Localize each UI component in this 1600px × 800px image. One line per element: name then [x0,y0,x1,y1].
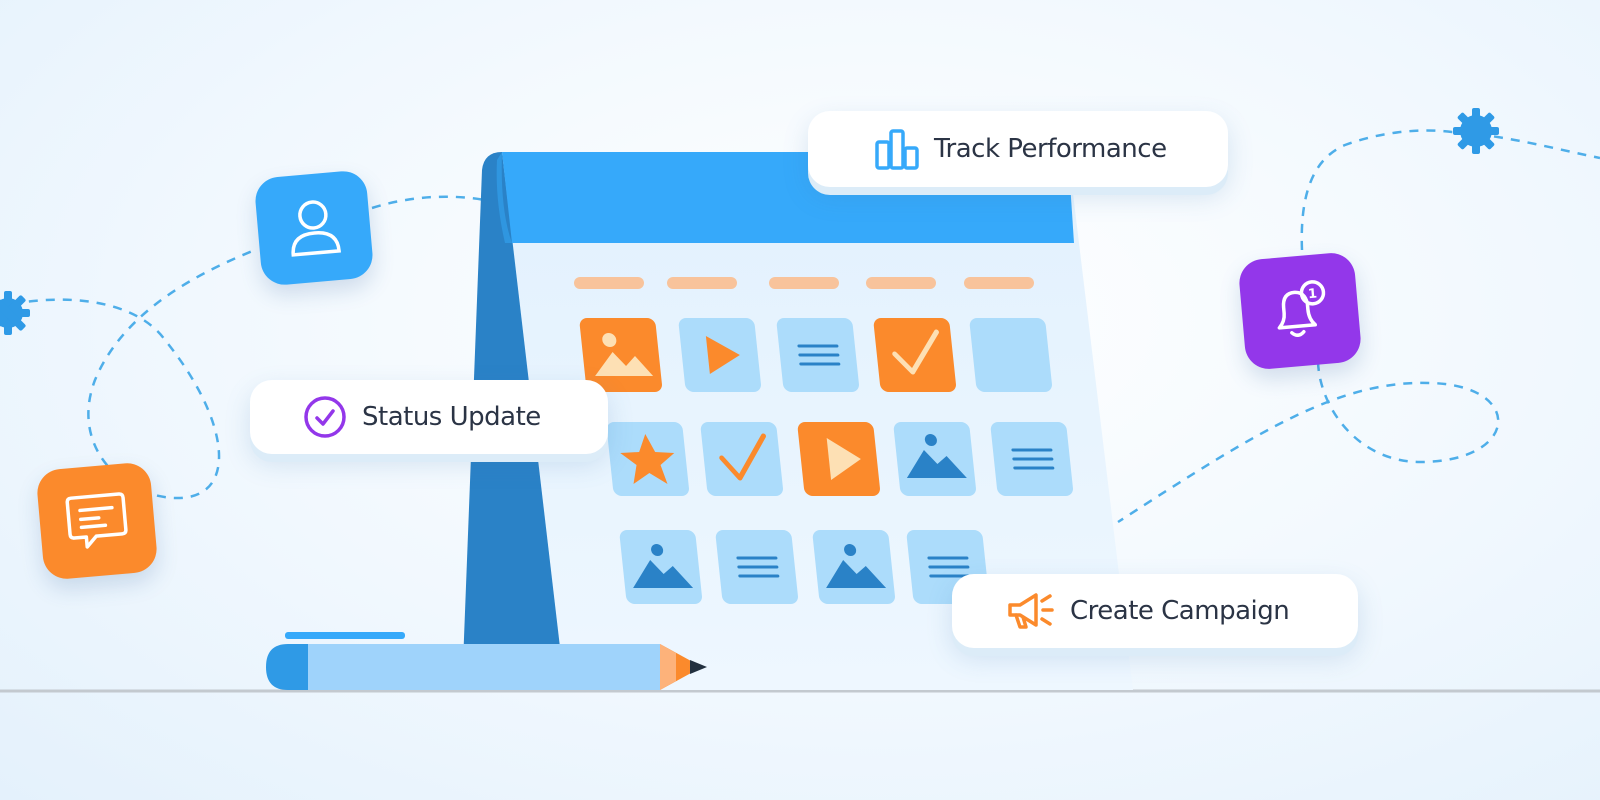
calendar-board [462,152,1133,690]
track-performance-label: Track Performance [934,134,1167,164]
gear-icon [1453,108,1499,154]
bell-tile[interactable]: 1 [1237,251,1363,371]
chat-icon [65,492,128,549]
chat-tile[interactable] [35,461,159,581]
bell-notification-icon: 1 [1277,280,1326,338]
track-performance-pill[interactable]: Track Performance [808,111,1228,187]
status-update-label: Status Update [362,402,541,432]
create-campaign-label: Create Campaign [1070,596,1290,626]
user-icon [291,200,341,257]
dashed-connectors [11,129,1600,524]
bar-chart-icon [875,129,919,170]
pencil-icon [266,632,707,690]
create-campaign-pill[interactable]: Create Campaign [952,574,1358,648]
gear-icon [0,291,30,335]
user-tile[interactable] [253,169,375,287]
status-update-pill[interactable]: Status Update [250,380,608,454]
notification-badge-count: 1 [1307,286,1317,302]
check-circle-icon [304,396,346,438]
megaphone-icon [1008,593,1054,629]
